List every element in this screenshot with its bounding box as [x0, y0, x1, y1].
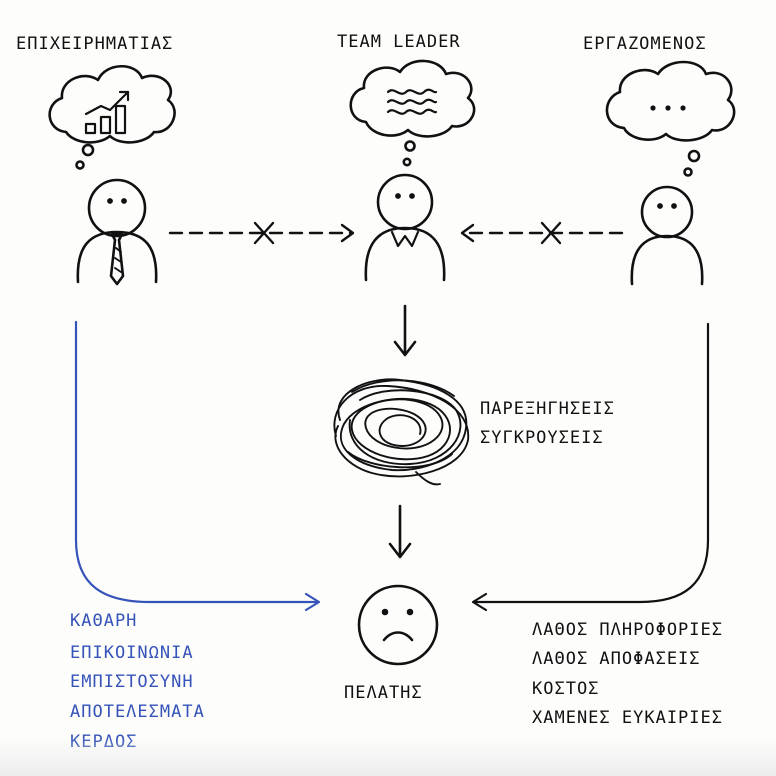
employee-figure: [630, 185, 704, 286]
ellipsis-icon: [650, 105, 686, 111]
sad-face-icon: [357, 584, 439, 666]
bad-path-item: ΧΑΜΕΝΕΣ ΕΥΚΑΙΡΙΕΣ: [532, 708, 723, 728]
employee-thought-cloud: [605, 60, 736, 177]
entrepreneur-thought-cloud: [48, 65, 176, 170]
client-label: ΠΕΛΑΤΗΣ: [344, 683, 423, 703]
team-leader-thought-cloud: [349, 59, 476, 167]
good-path-item: ΚΑΘΑΡΗ: [70, 611, 138, 631]
good-communication-path: [74, 320, 321, 612]
arrow-down-to-tangle: [393, 304, 417, 357]
bottom-shadow: [0, 736, 776, 776]
tangled-scribble-icon: [333, 378, 469, 486]
good-path-item: ΕΜΠΙΣΤΟΣΥΝΗ: [70, 672, 194, 692]
good-path-item: ΑΠΟΤΕΛΕΣΜΑΤΑ: [70, 702, 205, 722]
collar: [390, 230, 420, 248]
team-leader-figure: [364, 173, 446, 282]
bar-chart-growth-icon: [84, 90, 130, 135]
entrepreneur-figure: [76, 178, 158, 286]
misunderstandings-label: ΠΑΡΕΞΗΓΗΣΕΙΣ: [480, 399, 615, 419]
arrow-down-to-client: [388, 504, 412, 559]
conflicts-label: ΣΥΓΚΡΟΥΣΕΙΣ: [480, 428, 604, 448]
good-path-item: ΕΠΙΚΟΙΝΩΝΙΑ: [70, 643, 194, 663]
employee-label: ΕΡΓΑΖΟΜΕΝΟΣ: [583, 34, 707, 54]
bad-communication-path: [471, 322, 710, 612]
blocked-arrow-left: [168, 221, 355, 245]
wavy-lines-icon: [386, 88, 438, 115]
tie: [109, 232, 125, 286]
team-leader-label: TEAM LEADER: [337, 32, 461, 52]
bad-path-item: ΚΟΣΤΟΣ: [532, 679, 600, 699]
bad-path-item: ΛΑΘΟΣ ΠΛΗΡΟΦΟΡΙΕΣ: [532, 620, 723, 640]
entrepreneur-label: ΕΠΙΧΕΙΡΗΜΑΤΙΑΣ: [16, 34, 174, 54]
blocked-arrow-right: [460, 221, 624, 245]
bad-path-item: ΛΑΘΟΣ ΑΠΟΦΑΣΕΙΣ: [532, 649, 701, 669]
